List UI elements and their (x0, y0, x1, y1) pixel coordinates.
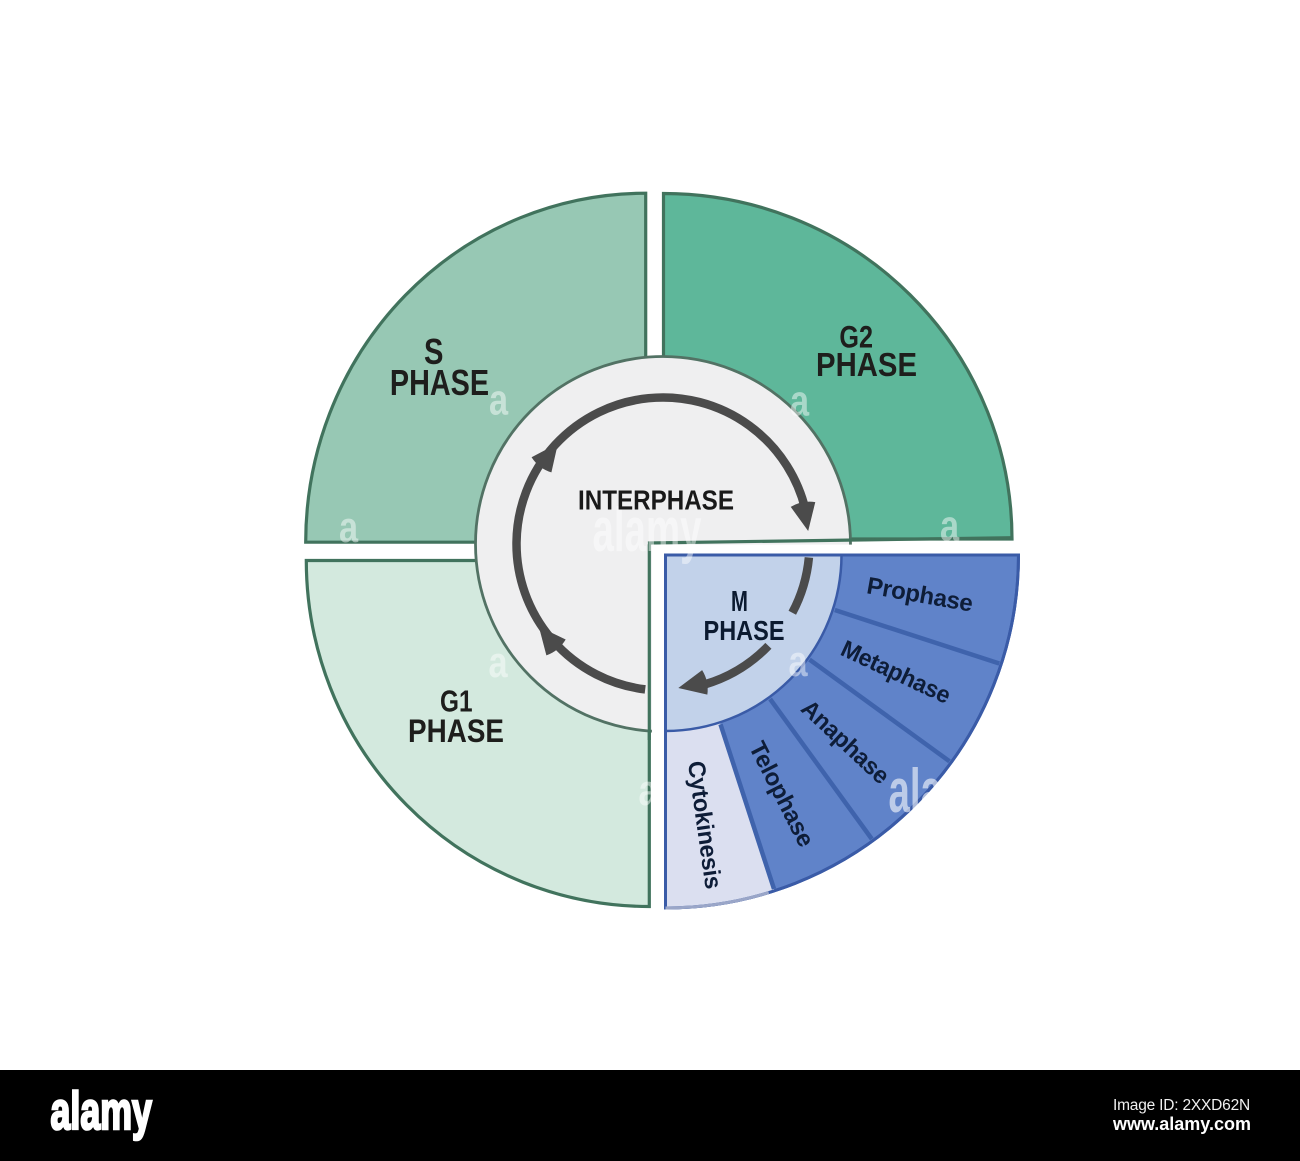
svg-text:a: a (638, 766, 658, 815)
svg-text:M: M (731, 586, 748, 618)
svg-text:PHASE: PHASE (704, 616, 785, 646)
svg-text:G2: G2 (839, 320, 873, 355)
svg-text:alamy: alamy (593, 495, 702, 565)
svg-text:PHASE: PHASE (816, 346, 917, 383)
svg-text:a: a (788, 637, 808, 686)
svg-text:alamy: alamy (889, 756, 998, 826)
svg-text:a: a (339, 503, 359, 552)
svg-text:www.alamy.com: www.alamy.com (1112, 1114, 1251, 1134)
svg-text:Image ID: 2XXD62N: Image ID: 2XXD62N (1113, 1097, 1250, 1114)
svg-text:a: a (489, 375, 509, 424)
svg-text:INTERPHASE: INTERPHASE (578, 486, 734, 516)
svg-text:a: a (488, 638, 508, 687)
svg-text:a: a (940, 501, 960, 550)
svg-text:G1: G1 (440, 684, 473, 718)
svg-text:PHASE: PHASE (408, 714, 504, 749)
svg-text:PHASE: PHASE (390, 362, 489, 403)
svg-text:S: S (424, 331, 443, 372)
svg-text:alamy: alamy (51, 1081, 152, 1141)
svg-text:a: a (790, 376, 810, 425)
